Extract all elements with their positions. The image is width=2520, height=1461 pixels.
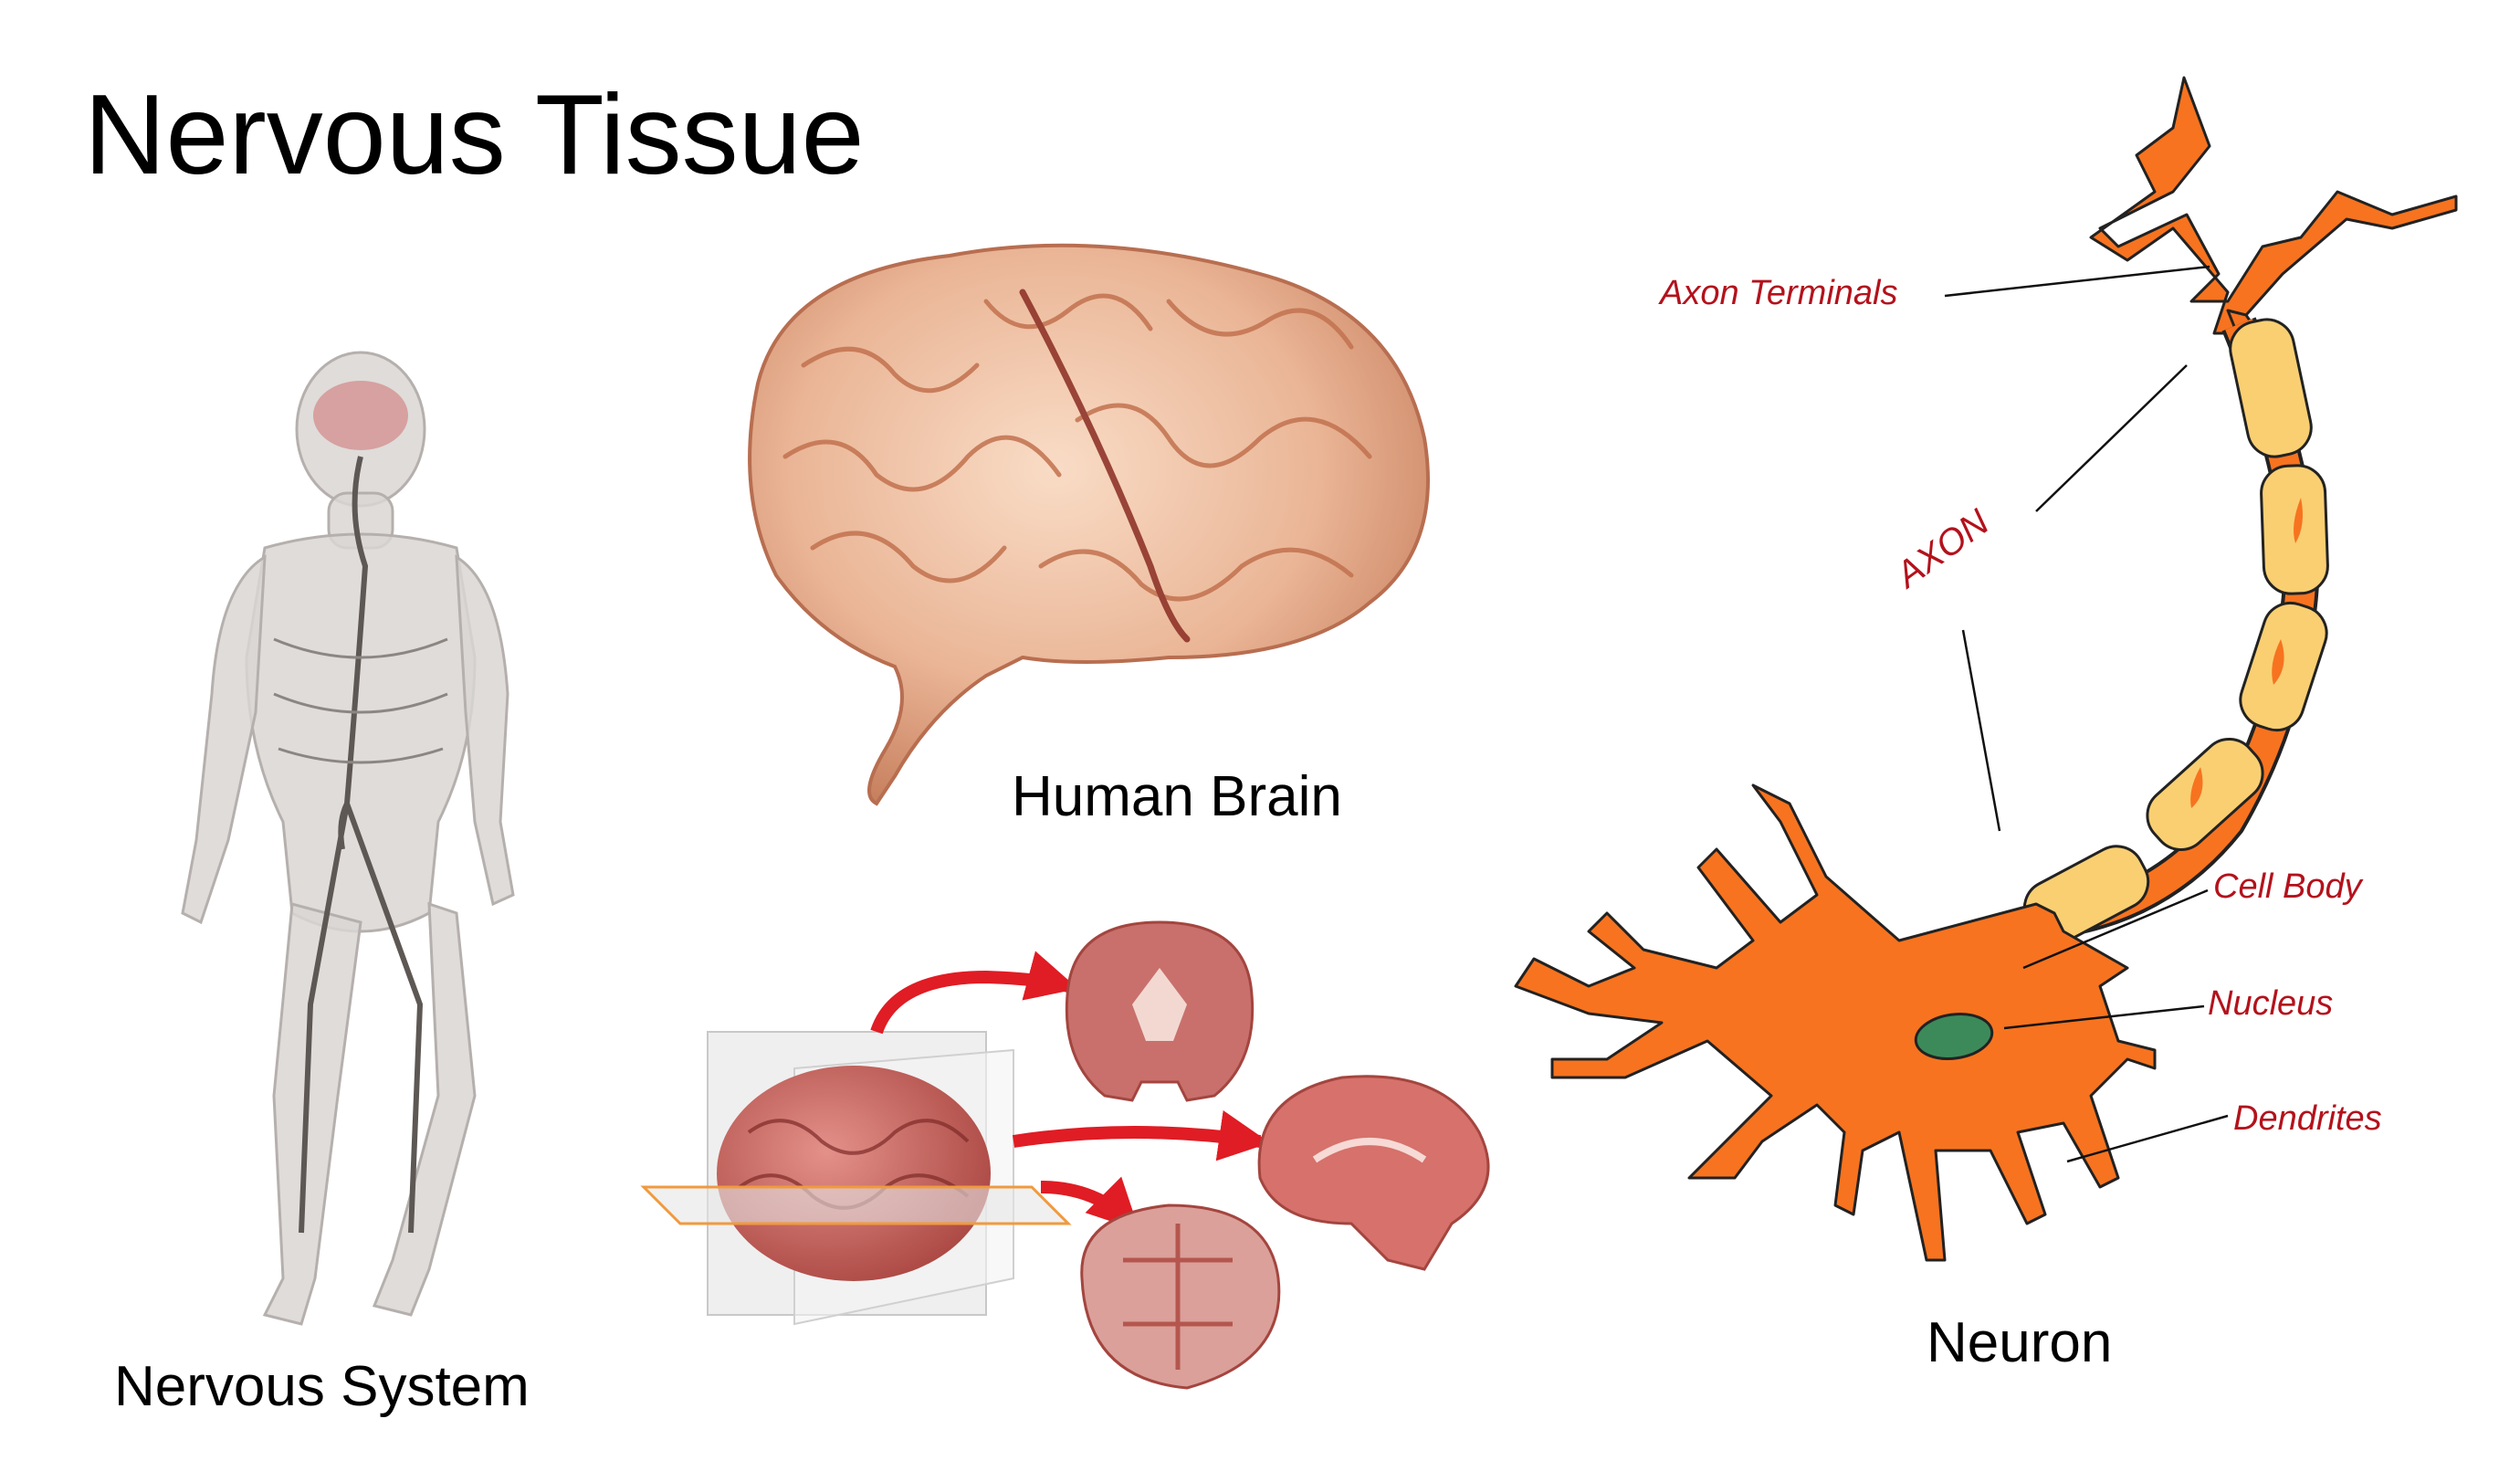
- caption-human-brain: Human Brain: [1012, 765, 1342, 828]
- label-axon-terminals: Axon Terminals: [1660, 274, 1898, 312]
- page-title: Nervous Tissue: [84, 72, 865, 198]
- nervous-system-lines: [273, 456, 448, 1234]
- human-body-figure: [181, 351, 515, 1326]
- caption-neuron: Neuron: [1927, 1311, 2113, 1374]
- body-brain-highlight: [313, 381, 408, 450]
- neuron-leader-lines: [1944, 265, 2229, 1163]
- label-cell-body: Cell Body: [2213, 867, 2362, 906]
- brain-slices-figure: [640, 920, 1490, 1390]
- brain-photo-figure: [748, 243, 1430, 806]
- neuron-diagram: [1514, 76, 2458, 1262]
- caption-nervous-system: Nervous System: [114, 1355, 530, 1418]
- label-nucleus: Nucleus: [2208, 984, 2334, 1023]
- label-dendrites: Dendrites: [2233, 1099, 2382, 1138]
